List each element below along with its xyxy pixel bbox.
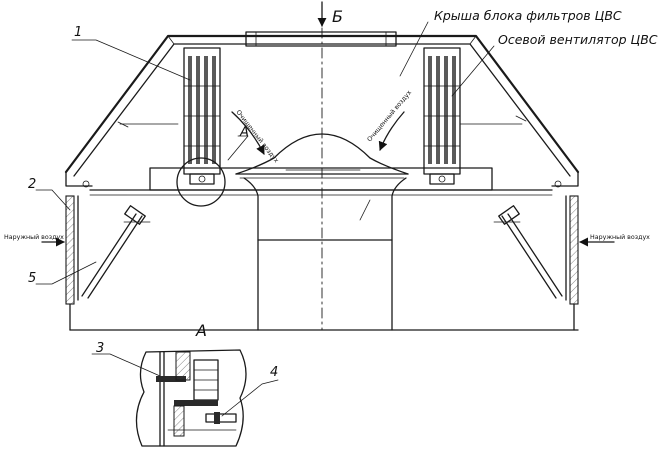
section-mark-label: Б	[332, 7, 343, 26]
fan-label: Осевой вентилятор ЦВС	[498, 32, 658, 47]
callout-1: 1	[74, 25, 82, 40]
callout-3: 3	[96, 341, 104, 356]
leader-lines	[35, 21, 495, 285]
wall-right	[493, 195, 579, 305]
detail-view-a	[91, 349, 279, 447]
clean-air-right-label: Очищенный воздух	[365, 88, 413, 143]
callout-4: 4	[270, 365, 278, 380]
outer-air-right-label: Наружный воздух	[590, 233, 650, 241]
detail-circle-a	[176, 157, 226, 207]
callout-2: 2	[28, 177, 36, 192]
roof	[64, 31, 580, 188]
detail-view-label: А	[195, 321, 207, 340]
inner-frame	[89, 123, 553, 196]
roof-label: Крыша блока фильтров ЦВС	[434, 8, 622, 23]
detail-a-label: А	[239, 125, 249, 140]
filter-stack-left	[183, 47, 221, 185]
fan-hood	[235, 133, 409, 331]
wall-left	[65, 195, 579, 331]
outer-air-left-label: Наружный воздух	[4, 233, 64, 241]
filter-stack-right	[423, 47, 461, 185]
callout-5: 5	[28, 271, 36, 286]
clean-air-arrows	[231, 111, 405, 155]
